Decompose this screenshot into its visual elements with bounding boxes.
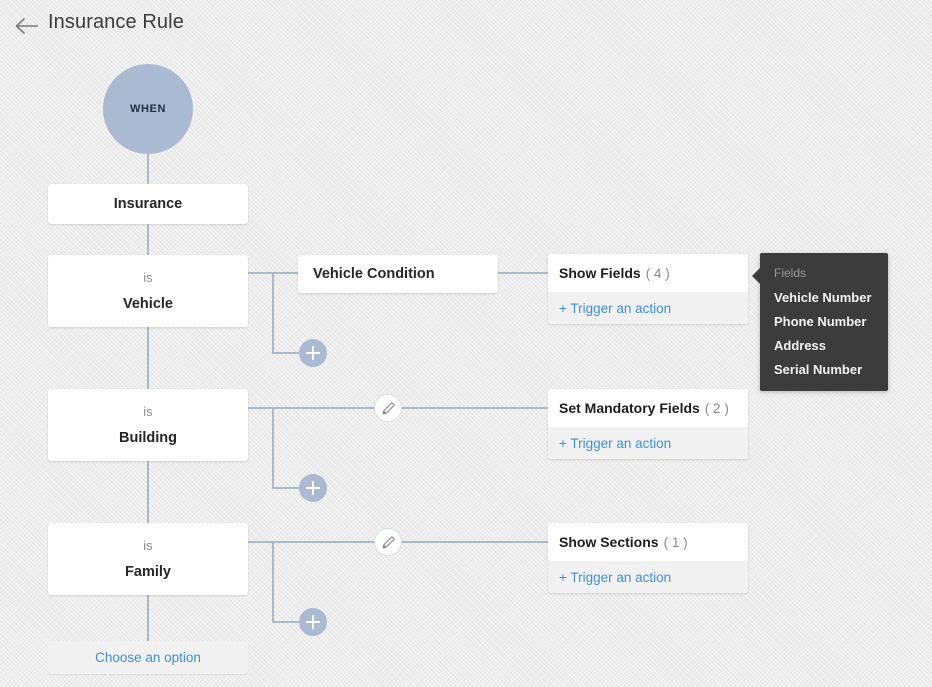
condition-node-building[interactable]: is Building [48,389,248,461]
action-header[interactable]: Show Sections ( 1 ) [548,523,748,561]
choose-an-option-label: Choose an option [95,650,201,665]
condition-node-vehicle[interactable]: is Vehicle [48,255,248,327]
page-title: Insurance Rule [48,11,184,33]
trigger-an-action-link[interactable]: + Trigger an action [548,427,748,459]
action-header[interactable]: Show Fields ( 4 ) [548,254,748,292]
tooltip-item: Phone Number [774,314,867,329]
condition-operator: is [143,538,153,553]
plus-icon[interactable] [299,474,327,502]
action-header[interactable]: Set Mandatory Fields ( 2 ) [548,389,748,427]
sub-condition-label: Vehicle Condition [313,266,435,282]
choose-an-option-button[interactable]: Choose an option [48,641,248,674]
tooltip-item: Serial Number [774,362,863,377]
pencil-icon[interactable] [374,394,402,422]
trigger-an-action-link[interactable]: + Trigger an action [548,292,748,324]
condition-operator: is [143,270,153,285]
pencil-icon[interactable] [374,528,402,556]
action-card-show-sections: Show Sections ( 1 ) + Trigger an action [548,523,748,593]
tooltip-heading: Fields [774,266,807,280]
plus-icon[interactable] [299,339,327,367]
sub-condition-node-vehicle-condition[interactable]: Vehicle Condition [298,255,498,293]
action-count: ( 2 ) [704,400,729,416]
condition-node-family[interactable]: is Family [48,523,248,595]
when-node[interactable]: WHEN [103,64,193,154]
condition-operator: is [143,404,153,419]
condition-value: Family [125,564,171,580]
condition-value: Building [119,430,177,446]
action-title: Show Fields [559,265,641,281]
action-count: ( 1 ) [663,534,688,550]
entity-label: Insurance [113,196,183,212]
plus-icon[interactable] [299,608,327,636]
condition-value: Vehicle [123,296,173,312]
action-card-set-mandatory-fields: Set Mandatory Fields ( 2 ) + Trigger an … [548,389,748,459]
tooltip-item: Address [774,338,827,353]
page-header: Insurance Rule [0,0,932,52]
entity-node-insurance[interactable]: Insurance [48,184,248,224]
back-arrow-icon[interactable] [14,15,40,37]
action-title: Show Sections [559,534,659,550]
action-card-show-fields: Show Fields ( 4 ) + Trigger an action [548,254,748,324]
action-title: Set Mandatory Fields [559,400,700,416]
fields-tooltip: Fields Vehicle Number Phone Number Addre… [752,253,888,391]
action-count: ( 4 ) [645,265,670,281]
tooltip-item: Vehicle Number [774,290,872,305]
when-label: WHEN [129,103,166,115]
trigger-an-action-link[interactable]: + Trigger an action [548,561,748,593]
